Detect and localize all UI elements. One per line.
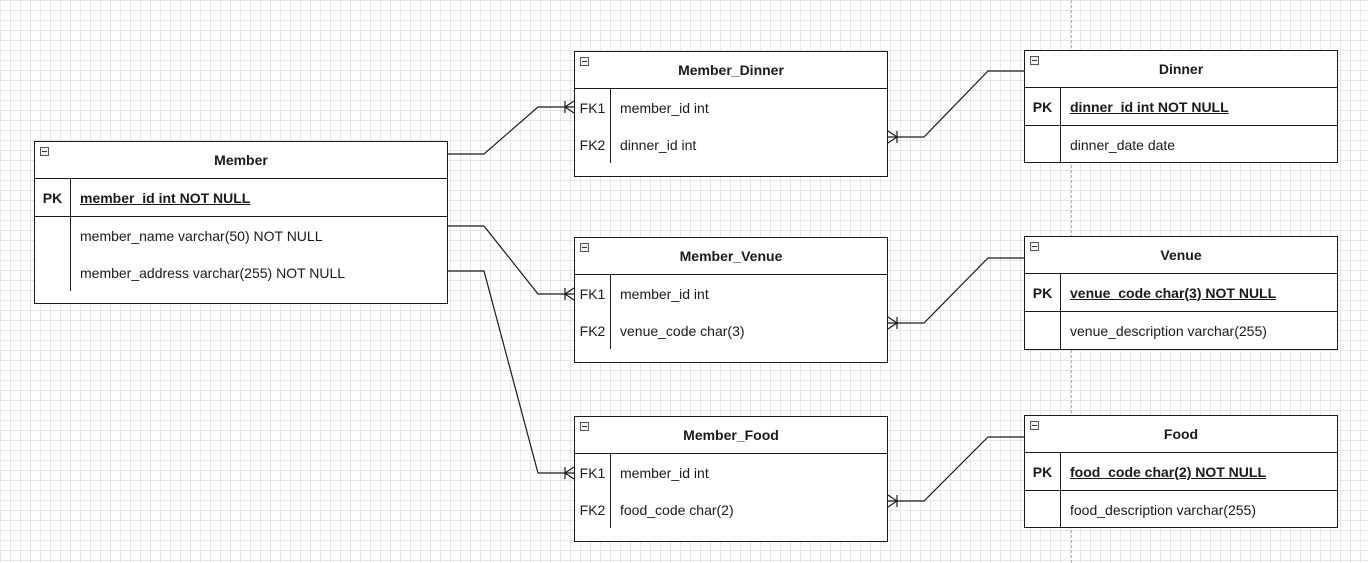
pk-row[interactable]: PK member_id int NOT NULL (35, 179, 447, 217)
key-cell (1025, 312, 1061, 349)
fk-field: food_code char(2) (620, 501, 734, 518)
pk-row[interactable]: PK food_code char(2) NOT NULL (1025, 453, 1337, 491)
collapse-icon[interactable] (1030, 56, 1039, 65)
fk-field: member_id int (620, 285, 709, 302)
pk-field: food_code char(2) NOT NULL (1070, 463, 1267, 480)
attribute-section: member_name varchar(50) NOT NULL member_… (35, 217, 447, 291)
entity-dinner[interactable]: Dinner PK dinner_id int NOT NULL dinner_… (1024, 50, 1338, 163)
crowfoot-member-venue-fk1 (563, 287, 575, 301)
entity-title: Member (35, 142, 447, 179)
pk-field: venue_code char(3) NOT NULL (1070, 284, 1277, 301)
fk-field: dinner_id int (620, 136, 697, 153)
attribute-field: member_address varchar(255) NOT NULL (80, 264, 346, 281)
pk-field: member_id int NOT NULL (80, 189, 251, 206)
attribute-field: venue_description varchar(255) (1070, 322, 1267, 339)
collapse-icon[interactable] (580, 243, 589, 252)
key-cell (1025, 491, 1061, 528)
fk-row[interactable]: FK2 dinner_id int (575, 126, 887, 163)
entity-title: Venue (1025, 237, 1337, 274)
relationship-member-member-dinner (448, 106, 574, 155)
collapse-icon[interactable] (580, 57, 589, 66)
collapse-icon[interactable] (1030, 242, 1039, 251)
collapse-icon[interactable] (1030, 421, 1039, 430)
entity-title: Member_Food (575, 417, 887, 454)
entity-title: Member_Venue (575, 238, 887, 275)
fk-row[interactable]: FK1 member_id int (575, 89, 887, 126)
fk-field: venue_code char(3) (620, 322, 745, 339)
crowfoot-member-food-fk2 (887, 494, 899, 508)
attribute-row[interactable]: dinner_date date (1025, 126, 1337, 163)
entity-title: Member_Dinner (575, 52, 887, 89)
fk-label: FK1 (575, 275, 611, 312)
entity-title: Dinner (1025, 51, 1337, 88)
key-cell (1025, 126, 1061, 163)
fk-row[interactable]: FK2 food_code char(2) (575, 491, 887, 528)
attribute-field: dinner_date date (1070, 136, 1176, 153)
key-cell (35, 254, 71, 291)
collapse-icon[interactable] (580, 422, 589, 431)
relationship-venue-member-venue (888, 257, 1024, 324)
fk-field: member_id int (620, 464, 709, 481)
entity-food[interactable]: Food PK food_code char(2) NOT NULL food_… (1024, 415, 1338, 528)
crowfoot-member-venue-fk2 (887, 316, 899, 330)
attribute-row[interactable]: venue_description varchar(255) (1025, 312, 1337, 349)
fk-row[interactable]: FK2 venue_code char(3) (575, 312, 887, 349)
collapse-icon[interactable] (40, 147, 49, 156)
pk-label: PK (1025, 453, 1061, 490)
entity-member[interactable]: Member PK member_id int NOT NULL member_… (34, 141, 448, 304)
entity-member-food[interactable]: Member_Food FK1 member_id int FK2 food_c… (574, 416, 888, 542)
pk-field: dinner_id int NOT NULL (1070, 98, 1229, 115)
fk-label: FK1 (575, 454, 611, 491)
attribute-row[interactable]: food_description varchar(255) (1025, 491, 1337, 528)
attribute-row[interactable]: member_address varchar(255) NOT NULL (35, 254, 447, 291)
pk-label: PK (1025, 274, 1061, 311)
pk-label: PK (35, 179, 71, 216)
relationship-food-member-food (888, 436, 1024, 502)
fk-row[interactable]: FK1 member_id int (575, 454, 887, 491)
fk-field: member_id int (620, 99, 709, 116)
fk-label: FK2 (575, 126, 611, 163)
attribute-field: member_name varchar(50) NOT NULL (80, 227, 323, 244)
entity-member-dinner[interactable]: Member_Dinner FK1 member_id int FK2 dinn… (574, 51, 888, 177)
crowfoot-member-food-fk1 (563, 466, 575, 480)
pk-row[interactable]: PK dinner_id int NOT NULL (1025, 88, 1337, 126)
entity-member-venue[interactable]: Member_Venue FK1 member_id int FK2 venue… (574, 237, 888, 363)
pk-label: PK (1025, 88, 1061, 125)
crowfoot-member-dinner-fk2 (887, 130, 899, 144)
relationship-member-member-food (448, 270, 574, 474)
attribute-field: food_description varchar(255) (1070, 501, 1256, 518)
relationship-dinner-member-dinner (888, 70, 1024, 138)
fk-label: FK2 (575, 312, 611, 349)
relationship-member-member-venue (448, 225, 574, 295)
pk-row[interactable]: PK venue_code char(3) NOT NULL (1025, 274, 1337, 312)
entity-title: Food (1025, 416, 1337, 453)
fk-row[interactable]: FK1 member_id int (575, 275, 887, 312)
attribute-row[interactable]: member_name varchar(50) NOT NULL (35, 217, 447, 254)
fk-label: FK1 (575, 89, 611, 126)
crowfoot-member-dinner-fk1 (563, 100, 575, 114)
key-cell (35, 217, 71, 254)
entity-venue[interactable]: Venue PK venue_code char(3) NOT NULL ven… (1024, 236, 1338, 350)
fk-label: FK2 (575, 491, 611, 528)
